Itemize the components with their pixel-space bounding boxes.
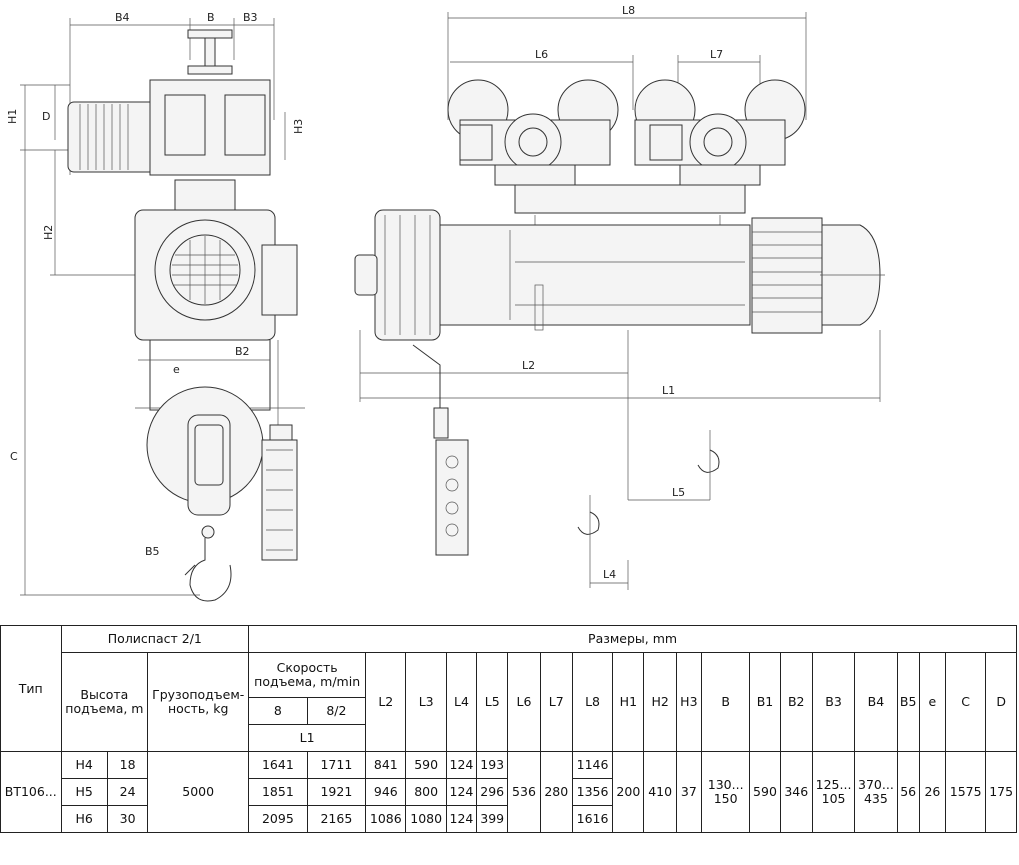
header-l3: L3 (405, 652, 447, 752)
table-row: H5 24 1851 1921 946 800 124 296 1356 (1, 778, 1017, 806)
header-b1: B1 (749, 652, 781, 752)
header-l1: L1 (248, 724, 367, 752)
value-b4: 370... 435 (854, 751, 898, 833)
row-l4: 124 (445, 778, 478, 806)
value-h1: 200 (612, 751, 645, 833)
row-l5: 193 (476, 751, 509, 779)
dim-label-l2: L2 (522, 359, 535, 372)
dim-label-d: D (42, 110, 50, 123)
dim-label-h1: H1 (6, 109, 19, 124)
dim-label-c: C (10, 450, 18, 463)
header-l4: L4 (445, 652, 478, 752)
row-l1-8: 1851 (248, 778, 308, 806)
row-height: 30 (106, 805, 149, 833)
value-l7: 280 (539, 751, 573, 833)
header-l2: L2 (365, 652, 407, 752)
value-b5: 56 (896, 751, 920, 833)
type-value: BT106... (0, 751, 62, 833)
row-h: H6 (60, 805, 108, 833)
header-b2: B2 (779, 652, 813, 752)
row-l3: 590 (405, 751, 447, 779)
row-l1-8: 1641 (248, 751, 308, 779)
header-h3: H3 (675, 652, 702, 752)
dim-label-b: B (207, 11, 215, 24)
dim-label-h3: H3 (292, 119, 305, 134)
header-b4: B4 (854, 652, 898, 752)
header-lift-height: Высота подъема, m (60, 652, 149, 752)
row-l1-8: 2095 (248, 805, 308, 833)
header-h1: H1 (612, 652, 645, 752)
table-row: BT106... H4 18 5000 1641 1711 841 590 12… (0, 751, 1017, 833)
row-l2: 1086 (365, 805, 407, 833)
value-e: 26 (918, 751, 947, 833)
header-dimensions: Размеры, mm (248, 625, 1017, 653)
front-view: L8 L6 L7 L3 (354, 4, 885, 590)
header-lift-speed: Скорость подъема, m/min (248, 652, 367, 698)
value-d: 175 (985, 751, 1017, 833)
row-l4: 124 (445, 751, 478, 779)
row-h: H5 (60, 778, 108, 806)
header-speed-8: 8 (248, 697, 308, 725)
hoist-technical-drawing: B4 B B3 H1 D H2 C (6, 4, 885, 602)
dim-label-l6: L6 (535, 48, 548, 61)
value-b2: 346 (779, 751, 813, 833)
row-l8: 1146 (571, 751, 614, 779)
header-speed-8-2: 8/2 (306, 697, 367, 725)
row-l2: 946 (365, 778, 407, 806)
value-b1: 590 (749, 751, 781, 833)
row-height: 18 (106, 751, 149, 779)
dim-label-l5: L5 (672, 486, 685, 499)
dim-label-h2: H2 (42, 225, 55, 240)
value-c: 1575 (944, 751, 987, 833)
capacity-value: 5000 (147, 751, 250, 833)
value-l6: 536 (507, 751, 541, 833)
row-l3: 1080 (405, 805, 447, 833)
value-b3: 125... 105 (811, 751, 856, 833)
header-l5: L5 (476, 652, 509, 752)
row-l1-82: 2165 (306, 805, 367, 833)
side-view: B4 B B3 H1 D H2 C (6, 11, 305, 602)
dim-label-e: e (173, 363, 180, 376)
header-b5: B5 (896, 652, 920, 752)
header-c: C (944, 652, 987, 752)
row-l2: 841 (365, 751, 407, 779)
header-e: e (918, 652, 947, 752)
row-l3: 800 (405, 778, 447, 806)
dim-label-l1: L1 (662, 384, 675, 397)
dim-label-l4: L4 (603, 568, 616, 581)
dim-label-b2: B2 (235, 345, 250, 358)
value-h3: 37 (675, 751, 702, 833)
row-l1-82: 1921 (306, 778, 367, 806)
dim-label-b5: B5 (145, 545, 160, 558)
dim-label-b3: B3 (243, 11, 258, 24)
table-row: H6 30 2095 2165 1086 1080 124 399 1616 (1, 805, 1017, 833)
header-polyspast: Полиспаст 2/1 (60, 625, 250, 653)
row-h: H4 (60, 751, 108, 779)
header-l7: L7 (539, 652, 573, 752)
header-h2: H2 (643, 652, 677, 752)
row-l1-82: 1711 (306, 751, 367, 779)
header-type: Тип (0, 625, 62, 752)
row-l5: 296 (476, 778, 509, 806)
row-l8: 1356 (571, 778, 614, 806)
dim-label-l8: L8 (622, 4, 635, 17)
row-l4: 124 (445, 805, 478, 833)
row-height: 24 (106, 778, 149, 806)
dimensions-table: Тип Полиспаст 2/1 Размеры, mm Высота под… (0, 625, 1017, 833)
dim-label-b4: B4 (115, 11, 130, 24)
dim-label-l7: L7 (710, 48, 723, 61)
header-capacity: Грузоподъем-ность, kg (147, 652, 250, 752)
header-l8: L8 (571, 652, 614, 752)
value-h2: 410 (643, 751, 677, 833)
header-b3: B3 (811, 652, 856, 752)
row-l8: 1616 (571, 805, 614, 833)
header-l6: L6 (507, 652, 541, 752)
header-d: D (985, 652, 1017, 752)
value-b: 130... 150 (700, 751, 751, 833)
header-b: B (700, 652, 751, 752)
row-l5: 399 (476, 805, 509, 833)
